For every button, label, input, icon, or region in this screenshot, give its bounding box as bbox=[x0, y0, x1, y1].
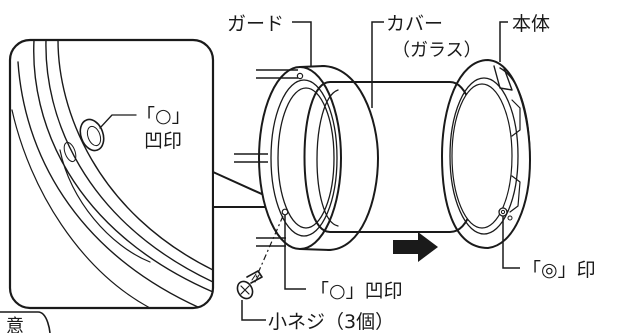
note-tab: 意 bbox=[0, 311, 51, 333]
label-inset-circle-mark-line1: 「○」 bbox=[136, 105, 191, 127]
label-guard: ガード bbox=[227, 13, 284, 35]
note-tab-label: 意 bbox=[6, 316, 24, 333]
label-cover-glass: （ガラス） bbox=[392, 40, 482, 61]
circle-depression-mark bbox=[79, 118, 105, 152]
label-double-circle-mark: 「◎」印 bbox=[522, 259, 596, 281]
label-body: 本体 bbox=[512, 13, 550, 35]
alignment-marks bbox=[234, 69, 298, 247]
main-body bbox=[441, 59, 531, 249]
zoom-inset-detail bbox=[11, 40, 213, 308]
leader-lines bbox=[241, 21, 520, 321]
direction-arrow bbox=[393, 232, 438, 262]
label-small-screw: 小ネジ（3個） bbox=[268, 311, 394, 333]
label-cover: カバー bbox=[386, 13, 443, 35]
label-circle-depression-mark: 「○」凹印 bbox=[310, 280, 403, 302]
zoom-inset-frame bbox=[8, 38, 215, 310]
zoom-inset bbox=[8, 38, 215, 310]
screw-insertion-line bbox=[254, 215, 284, 281]
guard-screw-hole-top bbox=[296, 72, 304, 80]
label-inset-circle-mark-line2: 凹印 bbox=[144, 130, 182, 152]
small-screw bbox=[236, 215, 284, 300]
double-circle-mark bbox=[498, 207, 508, 217]
guard-ring bbox=[258, 65, 379, 251]
guard-screw-hole-bottom bbox=[281, 208, 289, 216]
inset-callout-leader bbox=[99, 114, 137, 129]
